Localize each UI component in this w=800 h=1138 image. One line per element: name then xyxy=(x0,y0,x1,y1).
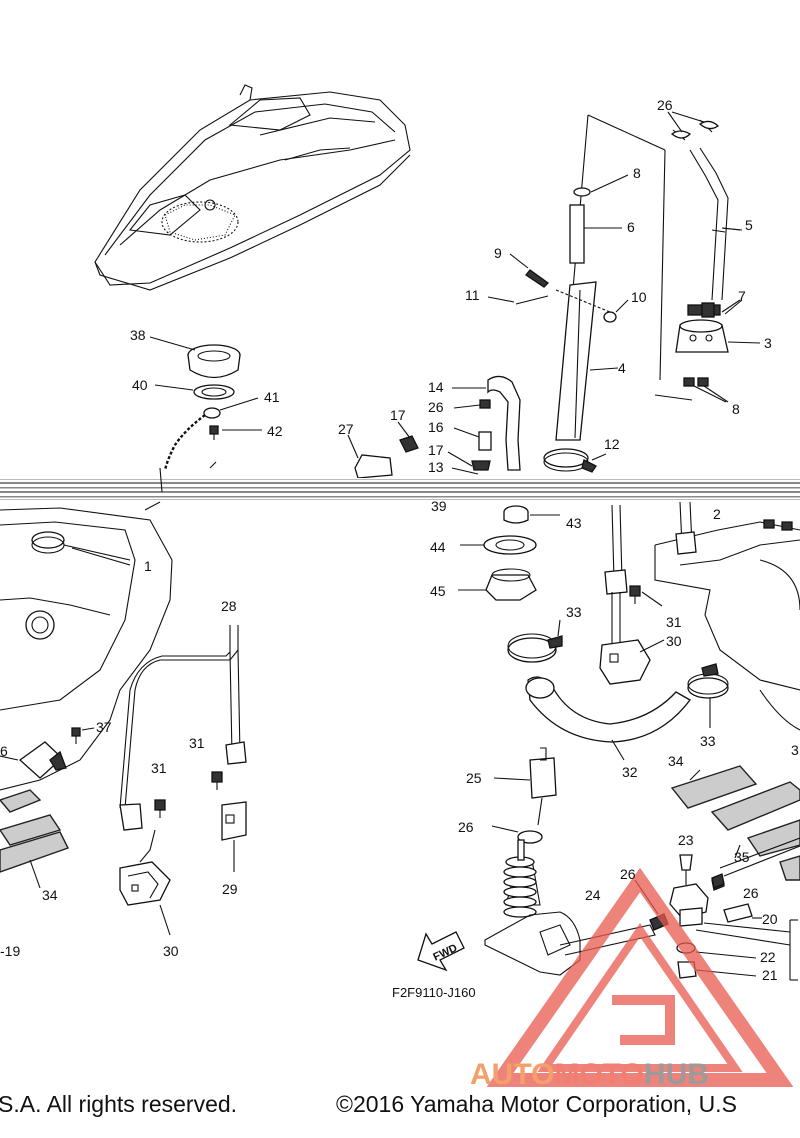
callout-4: 4 xyxy=(618,360,626,376)
callout-13: 13 xyxy=(428,459,444,475)
callout-8: 8 xyxy=(633,165,641,181)
scan-artifact-band xyxy=(0,478,800,500)
callout-21: 21 xyxy=(762,967,778,983)
callout-34: 34 xyxy=(668,753,684,769)
callout-45: 45 xyxy=(430,583,446,599)
callout-6: 6 xyxy=(627,219,635,235)
callout-11: 11 xyxy=(465,287,480,303)
callout-19: -19 xyxy=(0,943,20,959)
callout-2: 2 xyxy=(713,506,721,522)
filler-hose-lower xyxy=(458,505,729,761)
tank-band-left xyxy=(119,625,247,936)
callout-12: 12 xyxy=(604,436,620,452)
callout-9: 9 xyxy=(494,245,502,261)
filler-neck-assembly xyxy=(487,114,666,441)
callout-32: 32 xyxy=(622,764,638,780)
callout-23: 23 xyxy=(678,832,694,848)
callout-24: 24 xyxy=(585,887,601,903)
callout-42: 42 xyxy=(267,423,283,439)
callout-1: 1 xyxy=(144,558,152,574)
callout-40: 40 xyxy=(132,377,148,393)
callout-22: 22 xyxy=(760,949,776,965)
leader-lines xyxy=(71,227,741,566)
watermark-logo-text: AUTOMOTOHUB xyxy=(470,1058,709,1092)
copyright-left: S.A. All rights reserved. xyxy=(0,1091,238,1117)
callout-26e: 26 xyxy=(743,885,759,901)
callout-31c: 31 xyxy=(151,760,167,776)
fuel-hose-assembly xyxy=(347,375,607,479)
vent-valve-assembly xyxy=(654,111,761,403)
fuel-tank xyxy=(0,501,173,889)
fwd-arrow: FWD xyxy=(417,931,465,972)
callout-3: 3 xyxy=(764,335,772,351)
callout-43: 43 xyxy=(566,515,582,531)
callout-8b: 8 xyxy=(732,401,740,417)
callout-33: 33 xyxy=(566,604,582,620)
callout-26c: 26 xyxy=(458,819,474,835)
watermark-auto: AUTO xyxy=(470,1058,555,1091)
callout-20: 20 xyxy=(762,911,778,927)
watermark-moto: MOTO xyxy=(554,1058,644,1091)
callout-17b: 17 xyxy=(428,442,444,458)
callout-26b: 26 xyxy=(428,399,444,415)
callout-34b: 34 xyxy=(42,887,58,903)
callout-30b: 30 xyxy=(163,943,179,959)
diagram-code: F2F9110-J160 xyxy=(392,985,476,1000)
callout-39: 39 xyxy=(431,498,447,514)
callout-6b: 6 xyxy=(0,743,8,759)
callout-14: 14 xyxy=(428,379,444,395)
watercraft-overview-illustration xyxy=(94,84,411,291)
callout-33b: 33 xyxy=(700,733,716,749)
callout-3b: 3 xyxy=(791,742,799,758)
callout-35: 35 xyxy=(734,849,750,865)
callout-17: 17 xyxy=(390,407,406,423)
callout-44: 44 xyxy=(430,539,446,555)
callout-37: 37 xyxy=(96,719,112,735)
watermark-hub: HUB xyxy=(643,1058,709,1091)
callout-26: 26 xyxy=(657,97,673,113)
callout-25: 25 xyxy=(466,770,482,786)
callout-30: 30 xyxy=(666,633,682,649)
callout-10: 10 xyxy=(631,289,647,305)
callout-27: 27 xyxy=(338,421,354,437)
callout-5: 5 xyxy=(745,217,753,233)
callout-26d: 26 xyxy=(620,866,636,882)
callout-41: 41 xyxy=(264,389,280,405)
callout-31: 31 xyxy=(666,614,682,630)
copyright-right: ©2016 Yamaha Motor Corporation, U.S xyxy=(336,1091,737,1117)
callout-38: 38 xyxy=(130,327,146,343)
watermark-logo-triangle xyxy=(486,867,794,1087)
callout-16: 16 xyxy=(428,419,444,435)
callout-labels: 26 8 6 5 9 7 11 10 38 3 4 40 14 41 8 26 … xyxy=(0,97,799,1000)
callout-28: 28 xyxy=(221,598,237,614)
adhesive-pads xyxy=(670,765,800,891)
callout-7: 7 xyxy=(738,288,746,304)
callout-31b: 31 xyxy=(189,735,205,751)
callout-29: 29 xyxy=(222,881,238,897)
fuel-cap-assembly xyxy=(149,336,262,471)
